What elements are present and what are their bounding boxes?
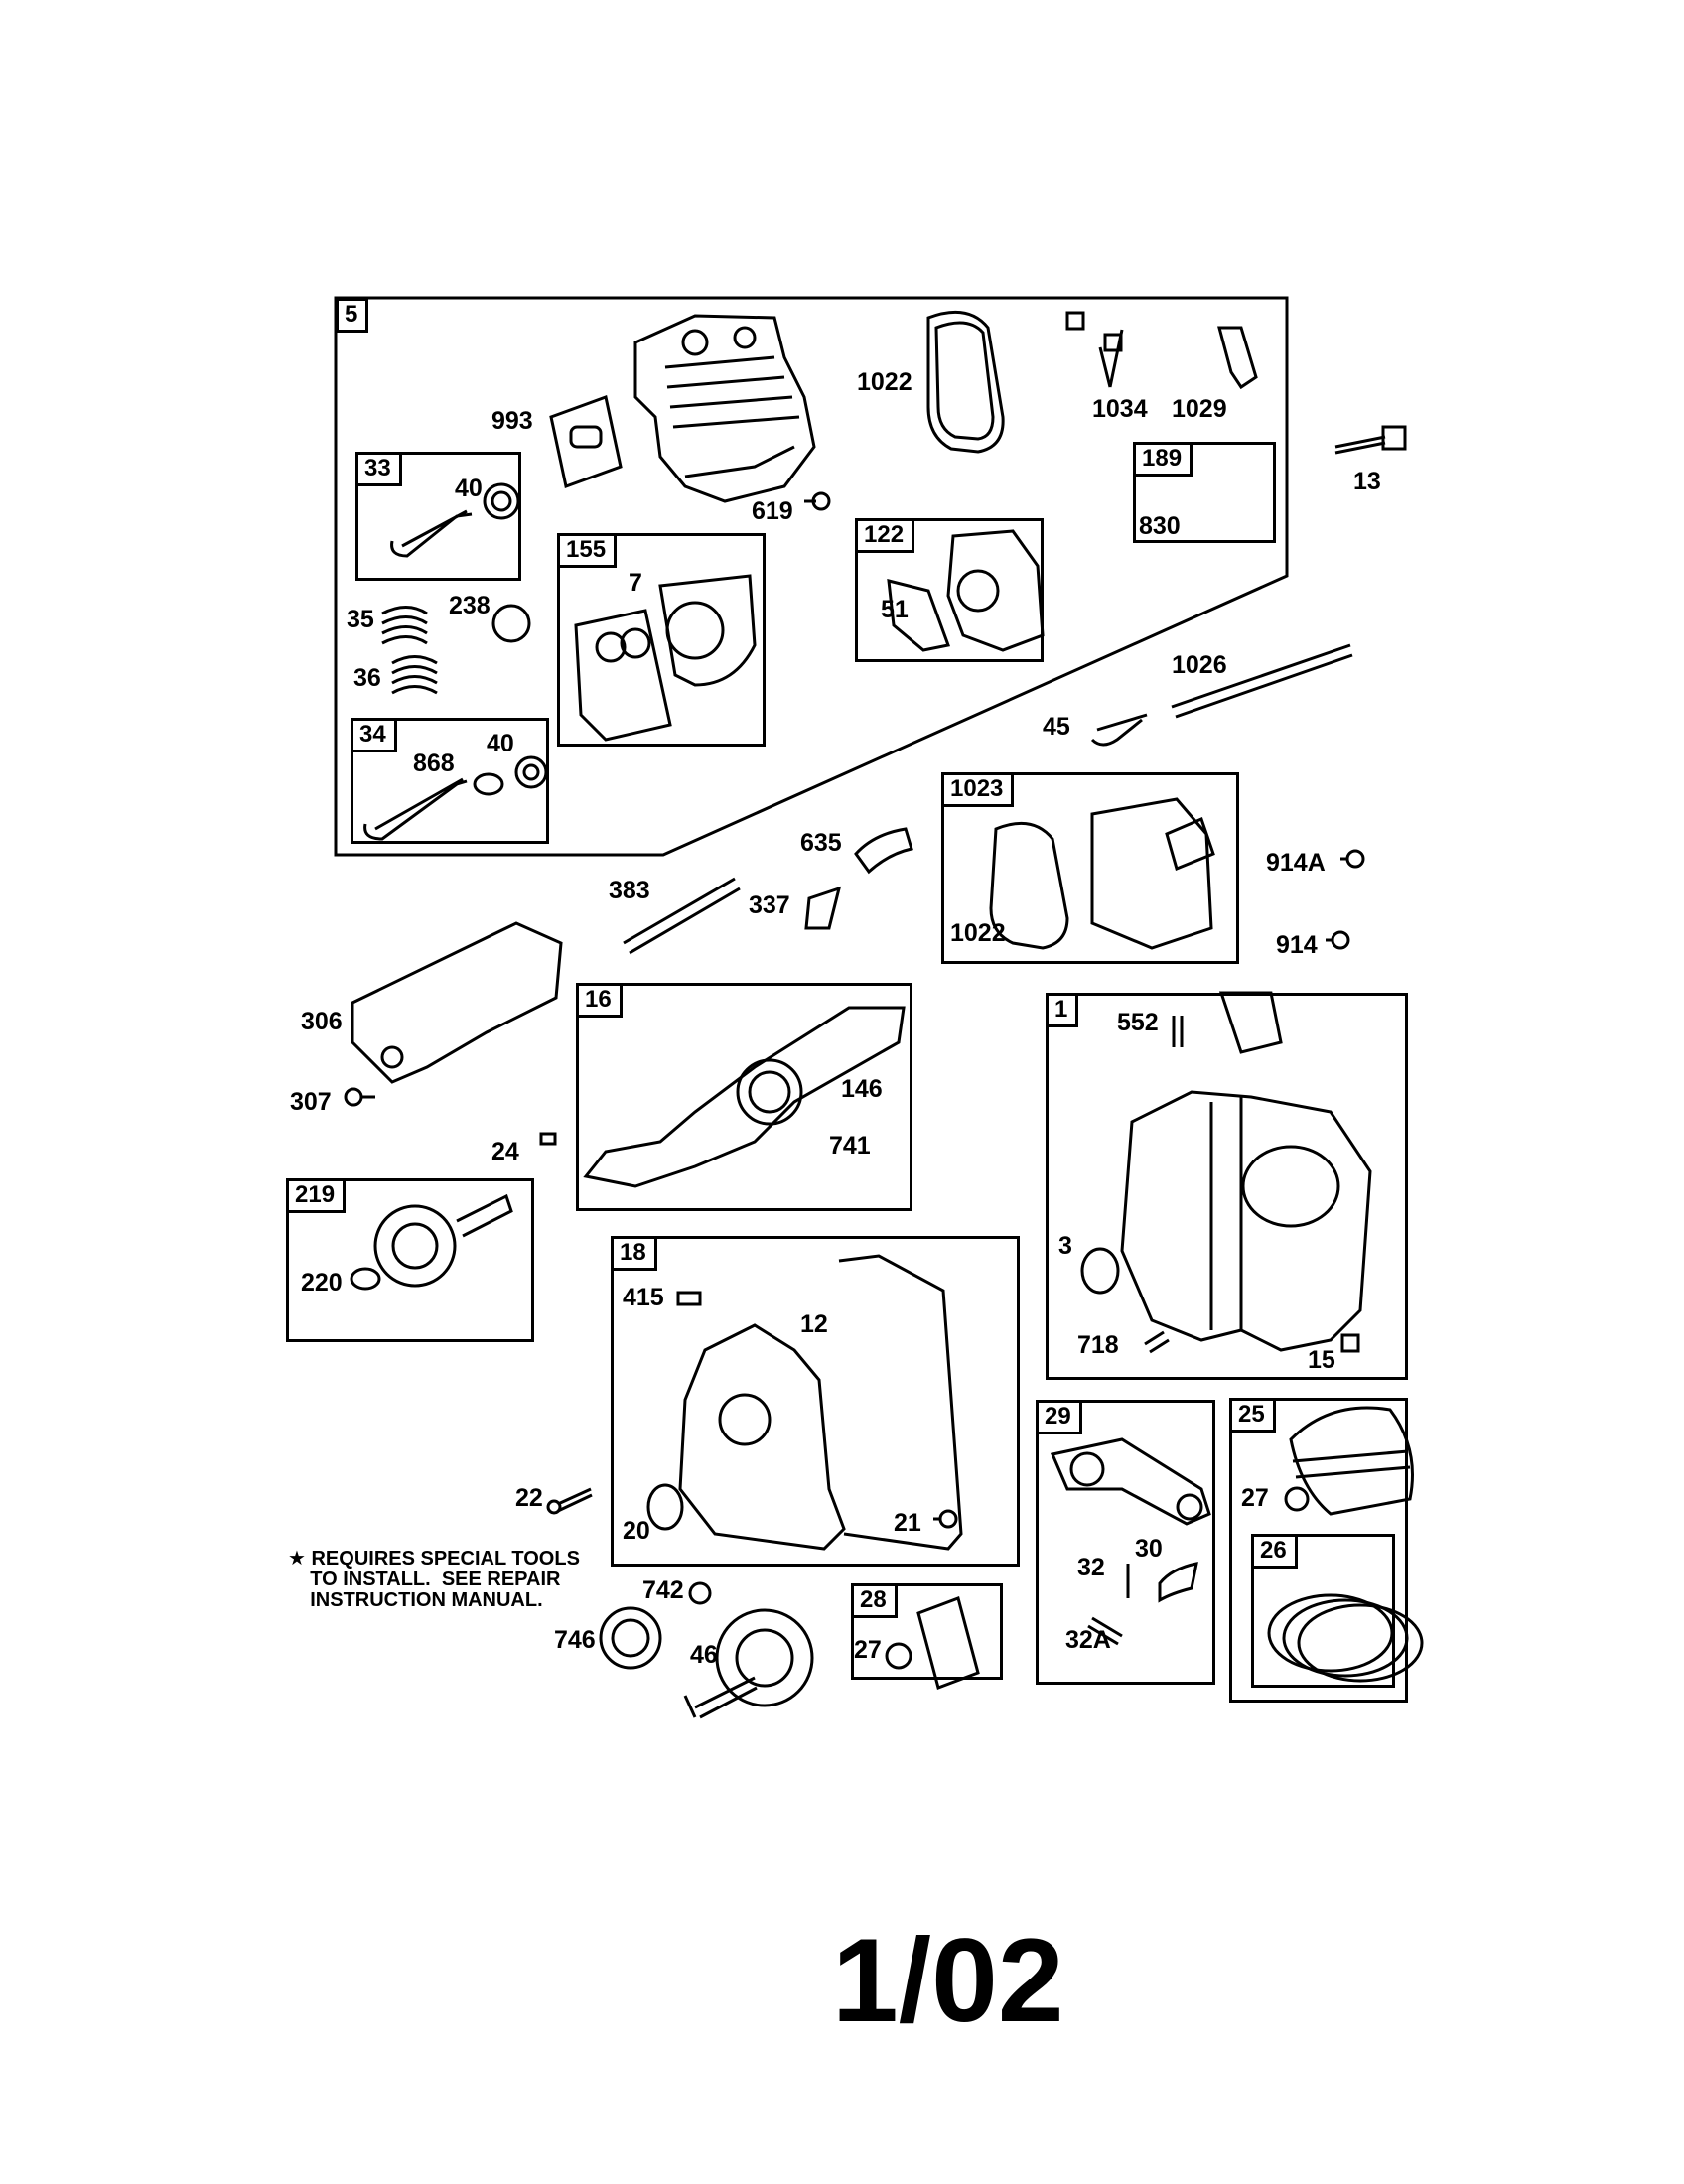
part-label-718: 718 [1077, 1331, 1119, 1359]
part-label-3: 3 [1058, 1232, 1072, 1260]
gasket-1022-top-drawing [928, 312, 1003, 452]
part-label-914A: 914A [1266, 849, 1326, 877]
assembly-tag-1023: 1023 [941, 772, 1015, 807]
valve-cover-1023-drawing [1092, 799, 1211, 948]
part-label-32: 32 [1077, 1554, 1105, 1581]
connecting-rod-29-drawing [1052, 1439, 1209, 1524]
part-label-415: 415 [623, 1284, 664, 1311]
part-label-35: 35 [347, 606, 374, 633]
part-label-45: 45 [1043, 713, 1070, 741]
assembly-tag-33: 33 [355, 452, 402, 486]
assembly-1023-box: 1023 [941, 772, 1239, 964]
part-label-36: 36 [353, 664, 381, 692]
valve-33-drawing [392, 511, 472, 556]
sump-18-drawing [680, 1325, 844, 1549]
assembly-tag-29: 29 [1036, 1400, 1082, 1434]
part-label-220: 220 [301, 1269, 343, 1297]
assembly-tag-5: 5 [336, 298, 369, 333]
assembly-5-outline [336, 298, 1287, 855]
piston-25-drawing [1291, 1408, 1413, 1514]
assembly-122-box: 122 [855, 518, 1044, 662]
assembly-34-box: 34 [351, 718, 549, 844]
assembly-tag-26: 26 [1251, 1534, 1298, 1569]
assembly-tag-1: 1 [1046, 993, 1079, 1027]
part-label-27-b: 27 [854, 1636, 882, 1664]
assembly-tag-18: 18 [611, 1236, 657, 1271]
assembly-1-box: 1 [1046, 993, 1408, 1380]
assembly-155-box: 155 [557, 533, 766, 747]
part-label-21: 21 [894, 1509, 921, 1537]
part-label-337: 337 [749, 891, 790, 919]
gasket-993-drawing [551, 397, 621, 486]
part-label-51: 51 [881, 596, 909, 623]
part-label-12: 12 [800, 1310, 828, 1338]
part-label-20: 20 [623, 1517, 650, 1545]
assembly-26-box: 26 [1251, 1534, 1395, 1688]
part-label-552: 552 [1117, 1009, 1159, 1036]
assembly-tag-189: 189 [1133, 442, 1193, 477]
part-label-22: 22 [515, 1484, 543, 1512]
intake-51-drawing [889, 581, 948, 650]
part-label-1022-b: 1022 [950, 919, 1006, 947]
assembly-tag-34: 34 [351, 718, 397, 752]
assembly-16-box: 16 [576, 983, 912, 1211]
shroud-306-drawing [352, 923, 561, 1082]
part-label-46: 46 [690, 1641, 718, 1669]
special-tools-note: ★ REQUIRES SPECIAL TOOLS TO INSTALL. SEE… [288, 1548, 580, 1611]
part-label-1029: 1029 [1172, 395, 1227, 423]
part-label-741: 741 [829, 1132, 871, 1160]
part-label-306: 306 [301, 1008, 343, 1035]
part-label-40-a: 40 [455, 475, 483, 502]
pushrod-1026-drawing [1172, 645, 1352, 717]
part-label-32A: 32A [1065, 1626, 1111, 1654]
assembly-tag-155: 155 [557, 533, 618, 568]
cam-gear-46-drawing [717, 1610, 812, 1706]
cylinder-block-1-drawing [1122, 1092, 1370, 1350]
assembly-25-box: 25 [1229, 1398, 1408, 1703]
part-label-914: 914 [1276, 931, 1318, 959]
part-label-24: 24 [491, 1138, 519, 1165]
part-label-238: 238 [449, 592, 491, 619]
part-label-746: 746 [554, 1626, 596, 1654]
part-label-993: 993 [491, 407, 533, 435]
part-label-635: 635 [800, 829, 842, 857]
assembly-tag-25: 25 [1229, 1398, 1276, 1433]
cylinder-head-drawing [635, 316, 814, 501]
part-label-1026: 1026 [1172, 651, 1227, 679]
part-label-307: 307 [290, 1088, 332, 1116]
assembly-tag-219: 219 [286, 1178, 347, 1213]
assembly-tag-122: 122 [855, 518, 915, 553]
gasket-155-drawing [660, 576, 755, 685]
part-label-1034: 1034 [1092, 395, 1148, 423]
assembly-tag-16: 16 [576, 983, 623, 1018]
assembly-29-box: 29 [1036, 1400, 1215, 1685]
part-label-619: 619 [752, 497, 793, 525]
assembly-219-box: 219 [286, 1178, 534, 1342]
crankshaft-16-drawing [586, 1008, 904, 1186]
bolt-13-drawing [1335, 437, 1385, 453]
part-label-1022: 1022 [857, 368, 912, 396]
part-label-383: 383 [609, 877, 650, 904]
part-label-830: 830 [1139, 512, 1181, 540]
rocker-1029-drawing [1219, 328, 1256, 387]
part-label-40-b: 40 [487, 730, 514, 757]
part-label-868: 868 [413, 750, 455, 777]
part-label-13: 13 [1353, 468, 1381, 495]
assembly-18-box: 18 [611, 1236, 1020, 1567]
part-label-30: 30 [1135, 1535, 1163, 1563]
part-label-7: 7 [629, 569, 642, 597]
part-label-742: 742 [642, 1576, 684, 1604]
gear-746-drawing [601, 1608, 660, 1668]
assembly-33-box: 33 [355, 452, 521, 581]
assembly-28-box: 28 [851, 1583, 1003, 1680]
assembly-189-box: 189 [1133, 442, 1276, 543]
assembly-tag-28: 28 [851, 1583, 898, 1618]
part-label-15: 15 [1308, 1346, 1335, 1374]
part-label-27-a: 27 [1241, 1484, 1269, 1512]
part-label-146: 146 [841, 1075, 883, 1103]
page-code: 1/02 [832, 1914, 1064, 2047]
